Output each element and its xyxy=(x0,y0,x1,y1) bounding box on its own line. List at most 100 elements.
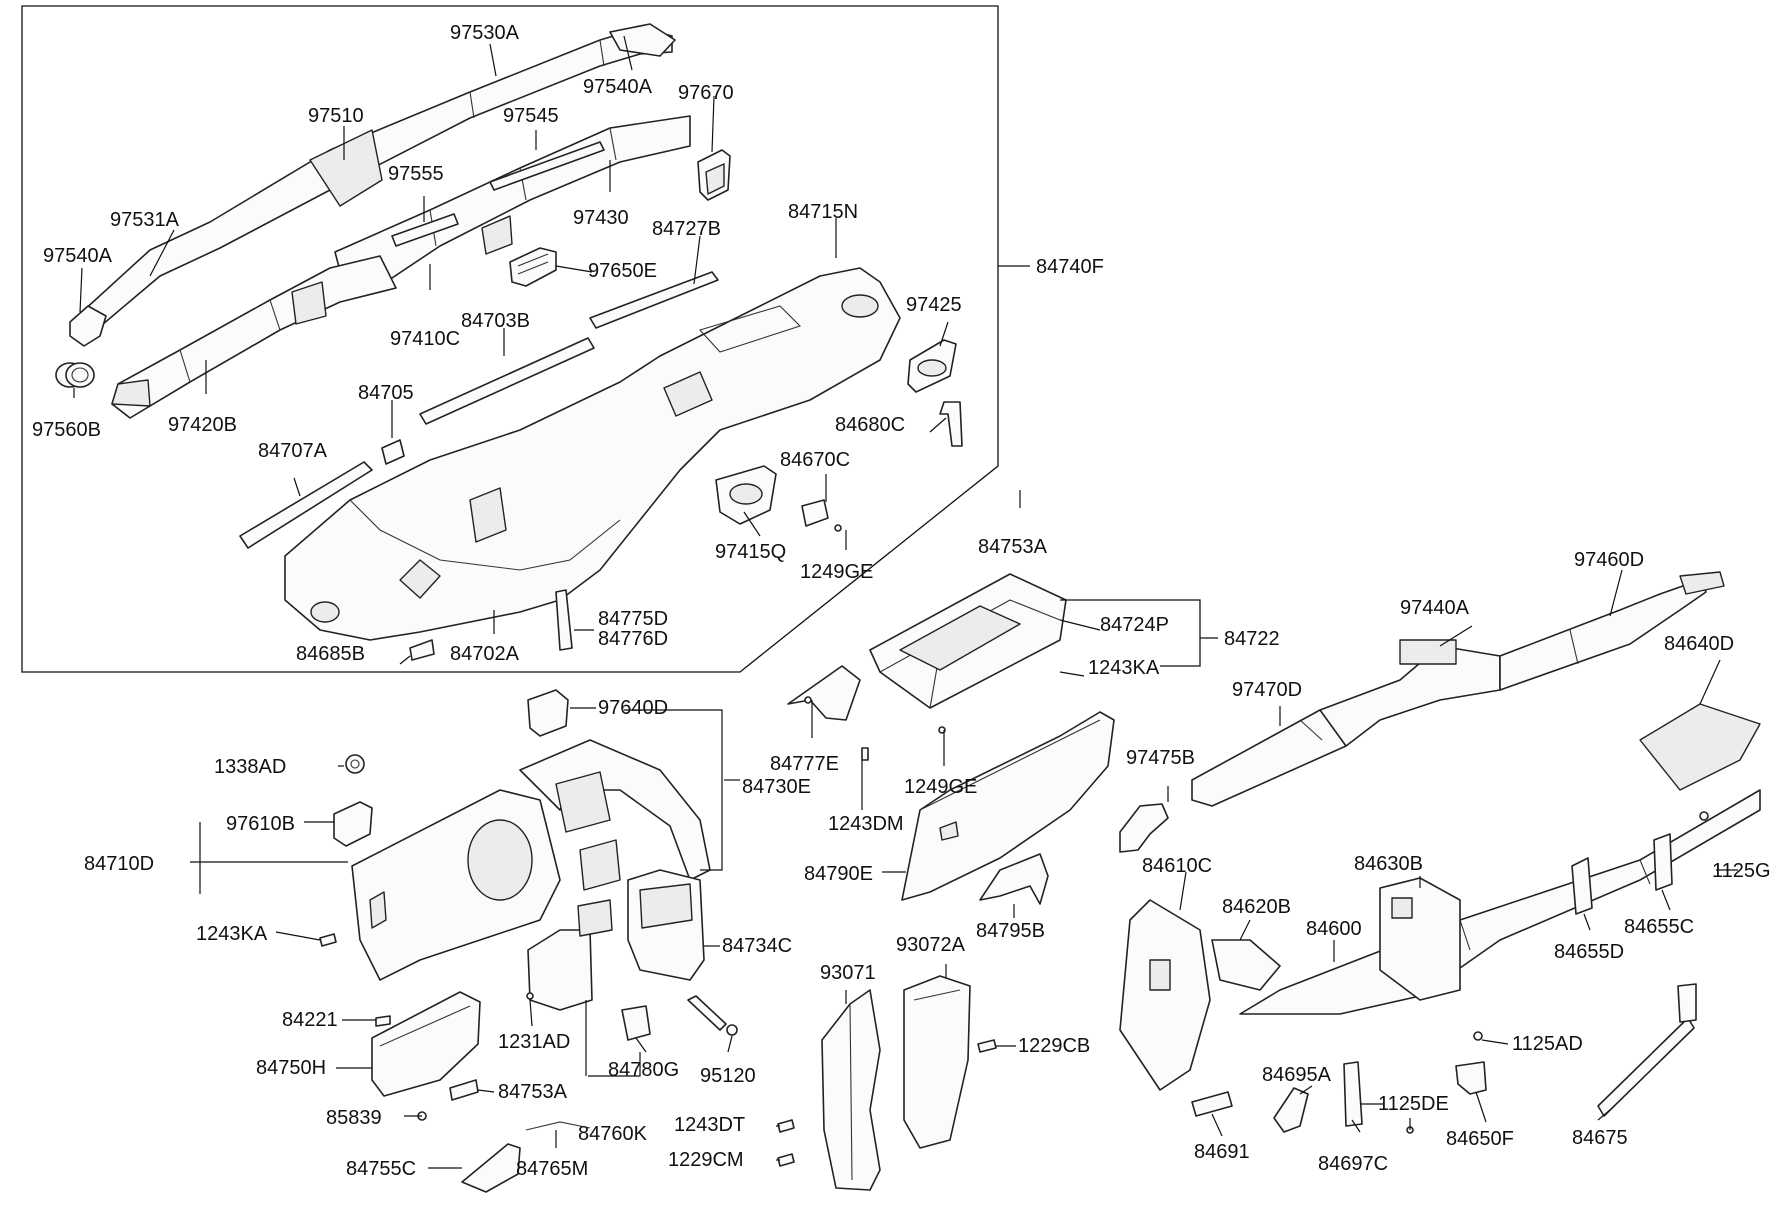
panel-84730e xyxy=(519,739,711,891)
part-label: 84727B xyxy=(652,218,721,240)
part-label: 84755C xyxy=(346,1158,416,1180)
part-label: 1243DM xyxy=(828,813,904,835)
part-label: 1231AD xyxy=(498,1031,570,1053)
part-label: 84702A xyxy=(450,643,520,665)
screw-1243dm xyxy=(861,747,869,761)
part-label: 93071 xyxy=(820,962,876,984)
screw-1231ad xyxy=(526,992,534,1000)
part-label: 84630B xyxy=(1354,853,1423,875)
screw-1229cm xyxy=(777,1153,795,1167)
part-label: 84750H xyxy=(256,1057,326,1079)
part-label: 84760K xyxy=(578,1123,648,1145)
bezel-84734c xyxy=(627,869,705,981)
clip-84705 xyxy=(381,439,405,465)
vent-97640d xyxy=(527,689,569,737)
part-label: 84640D xyxy=(1664,633,1734,655)
bracket-84777e xyxy=(787,665,861,721)
bracket-84620b xyxy=(1211,939,1281,991)
part-label: 97545 xyxy=(503,105,559,127)
bracket-84775d xyxy=(555,589,573,651)
part-label: 97560B xyxy=(32,419,101,441)
part-label: 84600 xyxy=(1306,918,1362,940)
part-label: 84776D xyxy=(598,628,668,650)
clip-84670c xyxy=(801,499,829,527)
part-label: 84680C xyxy=(835,414,905,436)
part-label: 97650E xyxy=(588,260,657,282)
duct-97440a xyxy=(1319,639,1501,747)
part-label: 84740F xyxy=(1036,256,1104,278)
strip-84703b xyxy=(419,337,595,425)
part-label: 1249GE xyxy=(904,776,977,798)
part-label: 84753A xyxy=(978,536,1048,558)
vent-97610b xyxy=(333,801,373,847)
strip-84707a xyxy=(239,461,373,549)
part-label: 84697C xyxy=(1318,1153,1388,1175)
screw-1243dt xyxy=(777,1119,795,1133)
part-label: 84655C xyxy=(1624,916,1694,938)
part-label: 1125GB xyxy=(1712,860,1772,882)
part-label: 84691 xyxy=(1194,1141,1250,1163)
bezel-97425 xyxy=(907,339,957,393)
nut-1338ad xyxy=(345,754,365,774)
bracket-84697c xyxy=(1343,1061,1363,1127)
cover-93071 xyxy=(821,989,881,1191)
part-label: 1229CM xyxy=(668,1149,744,1171)
duct-97540a-left xyxy=(69,305,107,347)
duct-97475b xyxy=(1119,803,1169,853)
strip-97545 xyxy=(489,141,605,191)
part-label: 97415Q xyxy=(715,541,786,563)
part-label: 97555 xyxy=(388,163,444,185)
part-label: 97670 xyxy=(678,82,734,104)
clip-97555 xyxy=(391,213,459,247)
dash-panel-84715n xyxy=(284,267,901,641)
part-label: 97420B xyxy=(168,414,237,436)
part-label: 1243DT xyxy=(674,1114,745,1136)
part-label: 97610B xyxy=(226,813,295,835)
part-label: 1125AD xyxy=(1512,1033,1583,1055)
bracket-84795b xyxy=(979,853,1049,905)
part-label: 84724P xyxy=(1100,614,1169,636)
clip-84753a-bot xyxy=(449,1079,479,1101)
part-label: 1243KA xyxy=(1088,657,1160,679)
part-label: 97410C xyxy=(390,328,460,350)
part-label: 84685B xyxy=(296,643,365,665)
bracket-84650f xyxy=(1455,1061,1487,1095)
screw-1229cb xyxy=(977,1039,997,1053)
duct-97470d xyxy=(1191,709,1349,807)
part-label: 84703B xyxy=(461,310,530,332)
part-label: 97430 xyxy=(573,207,629,229)
bracket-84780g xyxy=(621,1005,651,1041)
vent-97670 xyxy=(697,149,731,201)
upper-group-frame xyxy=(21,5,999,673)
part-label: 97460D xyxy=(1574,549,1644,571)
part-label: 97540A xyxy=(43,245,113,267)
part-label: 84650F xyxy=(1446,1128,1514,1150)
part-label: 84765M xyxy=(516,1158,588,1180)
part-label: 97440A xyxy=(1400,597,1470,619)
wire-84765m xyxy=(525,1121,591,1131)
part-label: 1125DE xyxy=(1378,1093,1449,1115)
duct-97460d xyxy=(1499,571,1725,691)
part-label: 84777E xyxy=(770,753,839,775)
bracket-84655d xyxy=(1571,857,1593,915)
part-label: 85839 xyxy=(326,1107,382,1129)
clip-84221 xyxy=(375,1015,391,1027)
part-label: 1249GE xyxy=(800,561,873,583)
part-label: 84705 xyxy=(358,382,414,404)
bezel-97415q xyxy=(715,465,777,525)
part-label: 97425 xyxy=(906,294,962,316)
duct-97420b xyxy=(111,255,397,419)
strap-84675 xyxy=(1597,983,1697,1117)
part-label: 84734C xyxy=(722,935,792,957)
part-label: 84722 xyxy=(1224,628,1280,650)
part-label: 84670C xyxy=(780,449,850,471)
bracket-84691 xyxy=(1191,1091,1233,1117)
part-label: 84790E xyxy=(804,863,873,885)
part-label: 1229CB xyxy=(1018,1035,1090,1057)
part-label: 84655D xyxy=(1554,941,1624,963)
part-label: 84730E xyxy=(742,776,811,798)
part-label: 97470D xyxy=(1232,679,1302,701)
ring-97560b xyxy=(55,362,95,388)
part-label: 84780G xyxy=(608,1059,679,1081)
